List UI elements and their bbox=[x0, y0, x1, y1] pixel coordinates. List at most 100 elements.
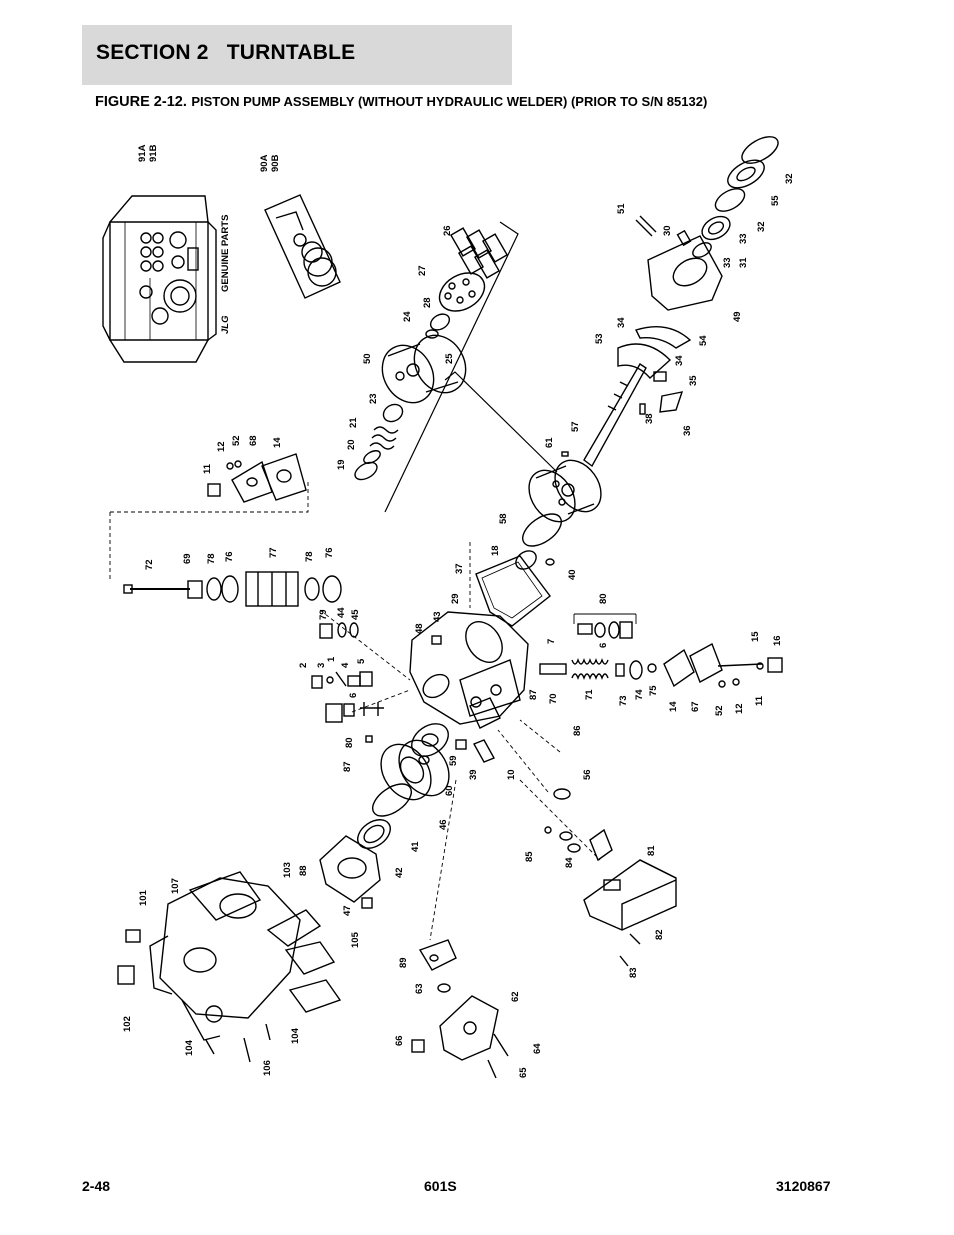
callout-76: 76 bbox=[224, 551, 235, 562]
callout-44: 44 bbox=[336, 607, 347, 618]
callout-89: 89 bbox=[398, 957, 409, 968]
callout-60: 60 bbox=[444, 785, 455, 796]
callout-38: 38 bbox=[644, 413, 655, 424]
callout-72: 72 bbox=[144, 559, 155, 570]
callout-45: 45 bbox=[350, 609, 361, 620]
callout-76b: 76 bbox=[324, 547, 335, 558]
callout-101: 101 bbox=[138, 889, 149, 906]
callout-68: 68 bbox=[248, 435, 259, 446]
callout-16: 16 bbox=[772, 635, 783, 646]
callout-36: 36 bbox=[682, 425, 693, 436]
callout-21: 21 bbox=[348, 417, 359, 428]
callout-78: 78 bbox=[206, 553, 217, 564]
callout-106: 106 bbox=[262, 1060, 273, 1076]
callout-26: 26 bbox=[442, 225, 453, 236]
pistons-26 bbox=[449, 227, 509, 279]
callout-41: 41 bbox=[410, 841, 421, 852]
callout-40: 40 bbox=[567, 569, 578, 580]
callout-103: 103 bbox=[282, 862, 293, 878]
callout-14: 14 bbox=[272, 437, 283, 448]
callout-82: 82 bbox=[654, 929, 665, 940]
assembled-pump bbox=[117, 871, 342, 1063]
callout-102: 102 bbox=[122, 1016, 133, 1032]
callout-4: 4 bbox=[340, 662, 351, 668]
callout-46: 46 bbox=[438, 819, 449, 830]
callout-90b: 90B bbox=[270, 154, 281, 172]
callout-70: 70 bbox=[548, 693, 559, 704]
callout-2: 2 bbox=[298, 663, 309, 668]
callout-39: 39 bbox=[468, 769, 479, 780]
callout-24: 24 bbox=[402, 311, 413, 322]
callout-81: 81 bbox=[646, 845, 657, 856]
callout-29: 29 bbox=[450, 593, 461, 604]
kit-logo: JLG bbox=[220, 315, 231, 334]
page-number: 2-48 bbox=[82, 1178, 111, 1194]
callout-52b: 52 bbox=[714, 705, 725, 716]
callout-64: 64 bbox=[532, 1043, 543, 1054]
figure-caption: FIGURE 2-12. PISTON PUMP ASSEMBLY (WITHO… bbox=[95, 93, 707, 111]
callout-91b: 91B bbox=[148, 144, 159, 162]
callout-104b: 104 bbox=[290, 1027, 301, 1044]
figure-title: PISTON PUMP ASSEMBLY (WITHOUT HYDRAULIC … bbox=[191, 94, 708, 109]
callout-91a: 91A bbox=[137, 144, 148, 162]
callout-65: 65 bbox=[518, 1067, 529, 1078]
callout-35: 35 bbox=[688, 375, 699, 386]
callout-87: 87 bbox=[528, 689, 539, 700]
callout-63: 63 bbox=[414, 983, 425, 994]
callout-11b: 11 bbox=[754, 695, 765, 706]
callout-62: 62 bbox=[510, 991, 521, 1002]
callout-50: 50 bbox=[362, 353, 373, 364]
callout-34b: 34 bbox=[674, 355, 685, 366]
callout-56: 56 bbox=[582, 769, 593, 780]
callout-18: 18 bbox=[490, 545, 501, 556]
callout-66: 66 bbox=[394, 1035, 405, 1046]
callout-61: 61 bbox=[544, 437, 555, 448]
callout-6: 6 bbox=[598, 643, 609, 648]
model-number: 601S bbox=[424, 1178, 457, 1194]
callout-73: 73 bbox=[618, 695, 629, 706]
callout-51: 51 bbox=[616, 203, 627, 214]
section-title: SECTION 2 TURNTABLE bbox=[96, 41, 356, 64]
figure-label: FIGURE 2-12. bbox=[95, 94, 187, 110]
callout-42: 42 bbox=[394, 867, 405, 878]
callout-54: 54 bbox=[698, 335, 709, 346]
callout-80: 80 bbox=[598, 593, 609, 604]
callout-30: 30 bbox=[662, 225, 673, 236]
callout-23: 23 bbox=[368, 393, 379, 404]
callout-67: 67 bbox=[690, 701, 701, 712]
callout-88: 88 bbox=[298, 865, 309, 876]
callout-3: 3 bbox=[316, 663, 327, 668]
callout-34: 34 bbox=[616, 317, 627, 328]
callout-47: 47 bbox=[342, 905, 353, 916]
callout-77: 77 bbox=[268, 547, 279, 558]
callout-53: 53 bbox=[594, 333, 605, 344]
callout-37: 37 bbox=[454, 563, 465, 574]
callout-85: 85 bbox=[524, 851, 535, 862]
callout-80b: 80 bbox=[344, 737, 355, 748]
callout-79: 79 bbox=[318, 609, 329, 620]
callout-57: 57 bbox=[570, 421, 581, 432]
callout-59: 59 bbox=[448, 755, 459, 766]
callout-20: 20 bbox=[346, 439, 357, 450]
callout-87b: 87 bbox=[342, 761, 353, 772]
callout-48: 48 bbox=[414, 623, 425, 634]
callout-83: 83 bbox=[628, 967, 639, 978]
callout-12: 12 bbox=[216, 441, 227, 452]
callout-14b: 14 bbox=[668, 701, 679, 712]
callout-31: 31 bbox=[738, 257, 749, 268]
callout-19: 19 bbox=[336, 459, 347, 470]
callout-33: 33 bbox=[738, 233, 749, 244]
callout-28: 28 bbox=[422, 297, 433, 308]
callout-84: 84 bbox=[564, 857, 575, 868]
callout-32b: 32 bbox=[756, 221, 767, 232]
callout-27: 27 bbox=[417, 265, 428, 276]
callout-11: 11 bbox=[202, 463, 213, 474]
callout-6b: 6 bbox=[348, 693, 359, 698]
callout-32: 32 bbox=[784, 173, 795, 184]
callout-86: 86 bbox=[572, 725, 583, 736]
callout-71: 71 bbox=[584, 689, 595, 700]
section-header: SECTION 2 TURNTABLE bbox=[82, 25, 512, 85]
callout-75: 75 bbox=[648, 685, 659, 696]
callout-43: 43 bbox=[432, 611, 443, 622]
